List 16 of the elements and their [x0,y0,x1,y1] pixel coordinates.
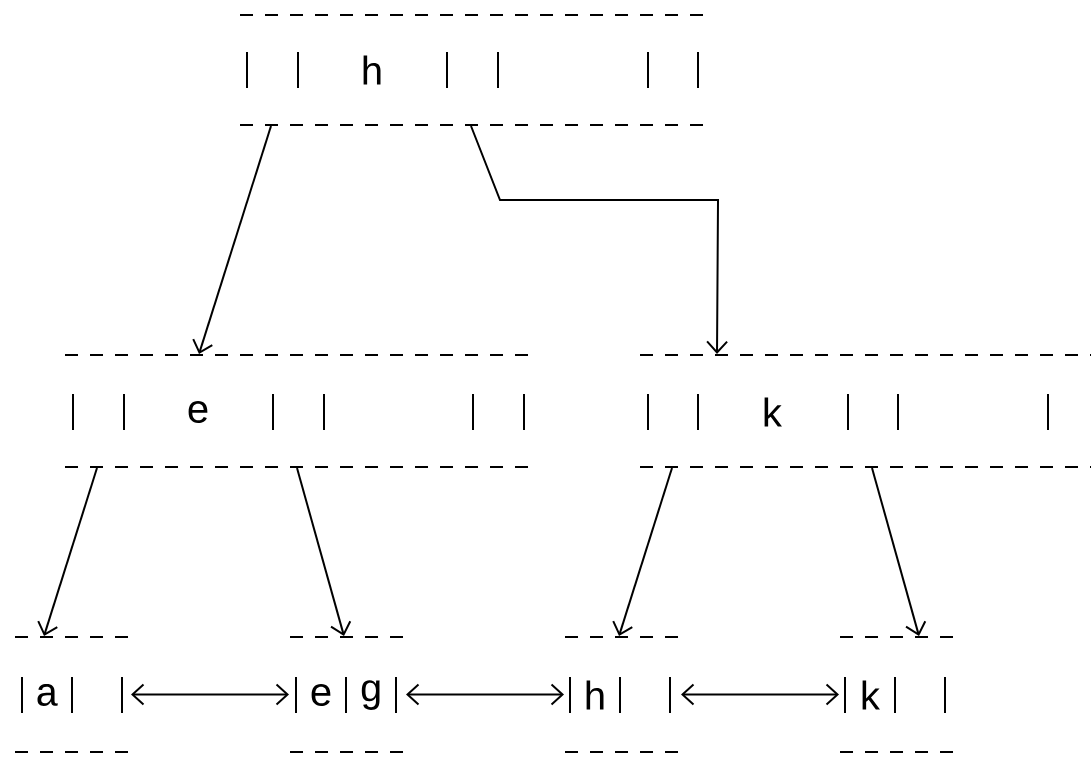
tree-node: k [839,636,956,753]
pointer-arrow [612,467,673,636]
pointer-arrow [37,467,98,636]
link-arrow [406,683,564,706]
tree-node: a [14,636,131,753]
pointer-arrow [192,125,272,354]
tree-node: k [639,354,1091,468]
pointer-arrow [470,125,729,354]
tree-node: e [64,354,531,468]
tree-node: h [564,636,681,753]
tree-node: h [239,14,706,126]
link-arrow [681,683,839,706]
pointer-arrow [871,467,927,636]
link-arrow [131,683,289,706]
tree-node: e g [289,636,406,753]
pointer-arrow [296,467,352,636]
